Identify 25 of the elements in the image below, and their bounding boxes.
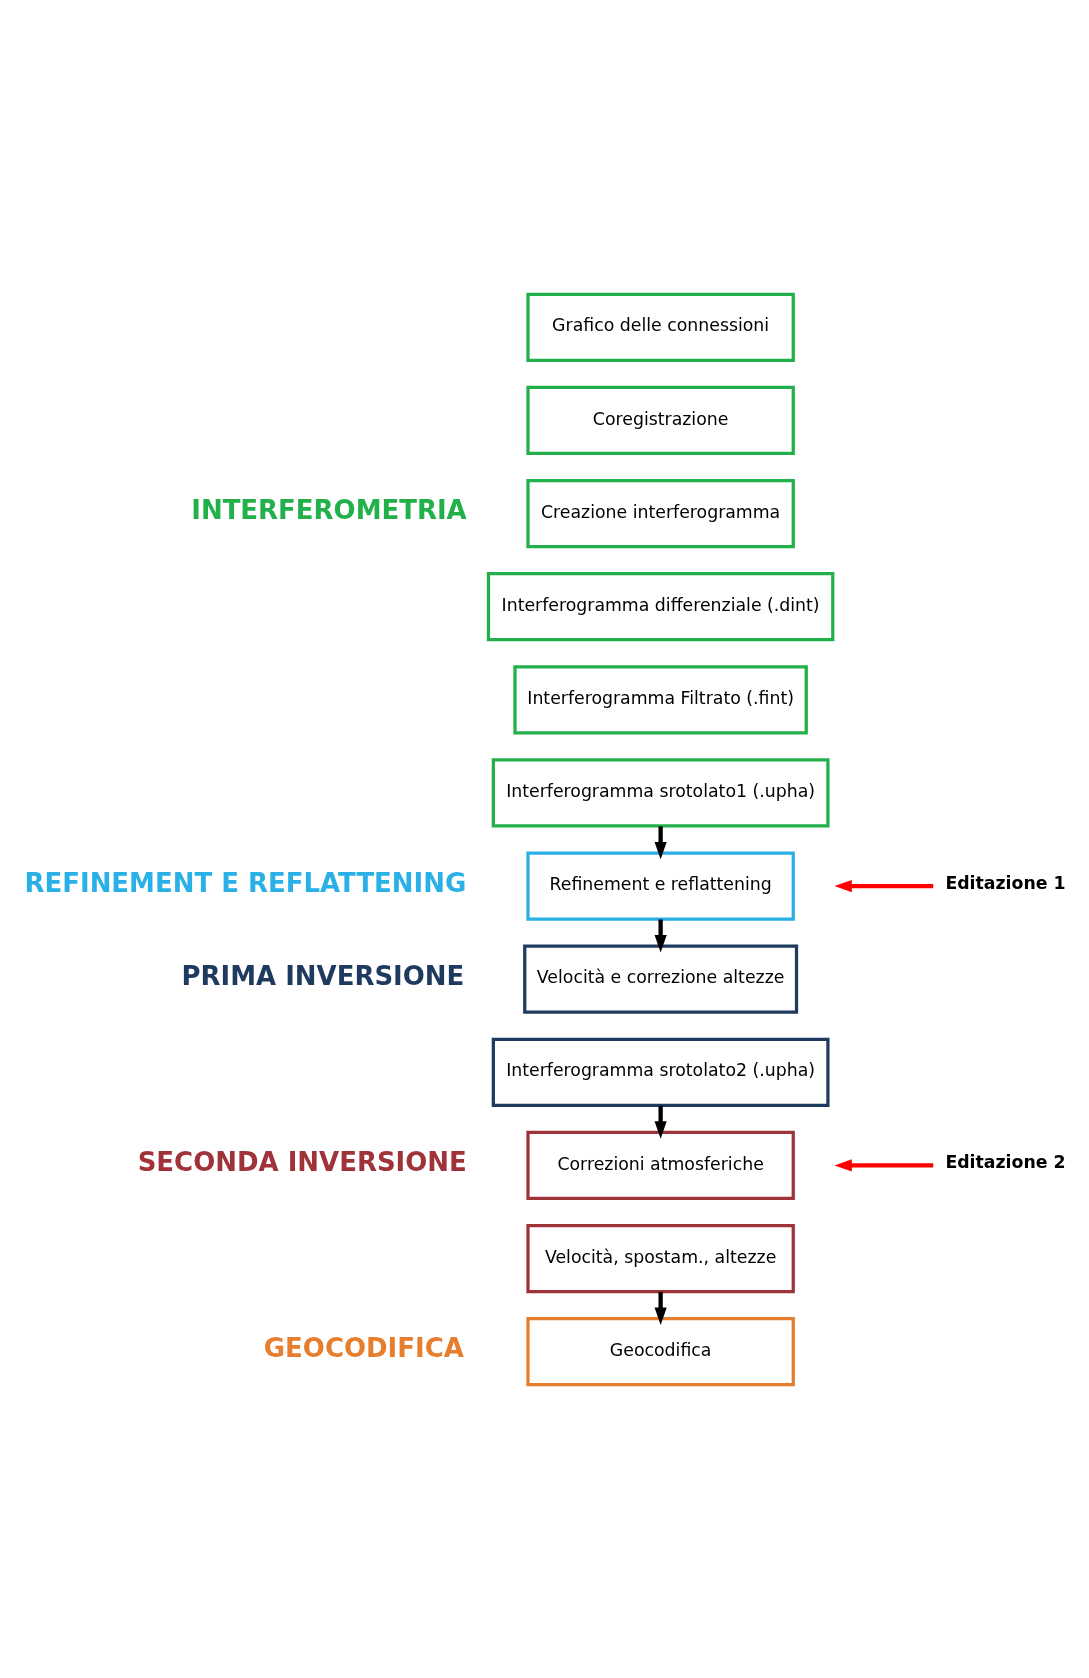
- node-box: Geocodifica: [526, 1316, 795, 1386]
- node-box: Interferogramma srotolato1 (.upha): [491, 757, 830, 828]
- node-box: Correzioni atmosferiche: [526, 1130, 795, 1200]
- label: PRIMA INVERSIONE: [181, 960, 465, 991]
- node-box: Creazione interferogramma: [526, 478, 795, 548]
- arrow: [654, 825, 667, 859]
- node-box: Velocità e correzione altezze: [523, 944, 799, 1014]
- label: REFINEMENT E REFLATTENING: [24, 867, 467, 898]
- label: INTERFEROMETRIA: [191, 494, 467, 525]
- arrow: [654, 1105, 667, 1139]
- label: SECONDA INVERSIONE: [137, 1146, 467, 1177]
- node-box: Grafico delle connessioni: [526, 292, 795, 362]
- label: GEOCODIFICA: [263, 1332, 464, 1363]
- arrow: [654, 918, 667, 952]
- node-box: Velocità, spostam., altezze: [526, 1223, 795, 1293]
- node-box: Interferogramma srotolato2 (.upha): [491, 1037, 830, 1107]
- node-box: Coregistrazione: [526, 385, 795, 455]
- node-box: Refinement e reflattening: [526, 850, 795, 921]
- arrow: [834, 1158, 934, 1171]
- arrow: [834, 879, 934, 892]
- node-text: Editazione 1: [945, 872, 1066, 893]
- node-text: Editazione 2: [945, 1151, 1066, 1172]
- arrow: [654, 1291, 667, 1325]
- node-box: Interferogramma differenziale (.dint): [486, 571, 835, 641]
- node-box: Interferogramma Filtrato (.fint): [513, 664, 808, 734]
